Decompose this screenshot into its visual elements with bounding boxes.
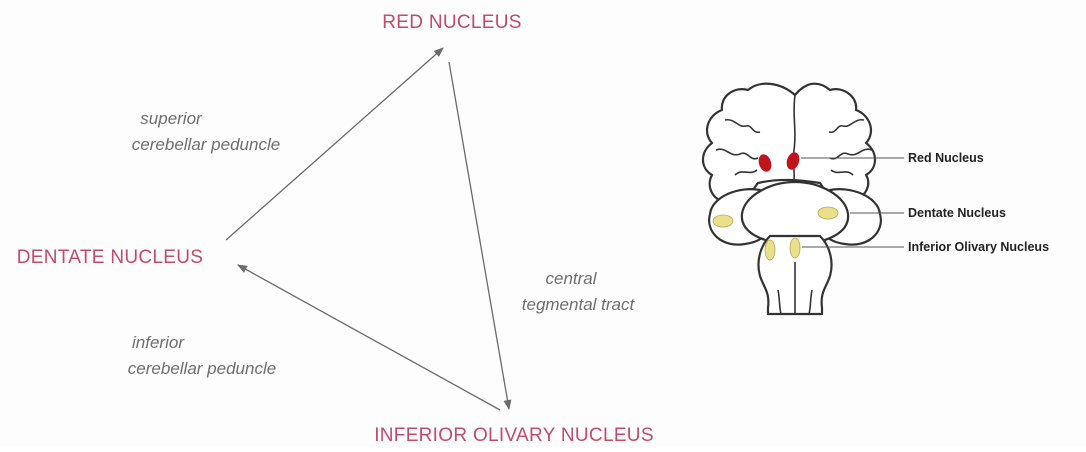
callout-label-inferior-olivary-nucleus: Inferior Olivary Nucleus [908, 240, 1049, 254]
inferior-olivary-left [765, 240, 775, 260]
edge-label-superior-line2: cerebellar peduncle [132, 135, 280, 154]
node-label-red-nucleus: RED NUCLEUS [382, 12, 522, 33]
dentate-nucleus-left [713, 215, 733, 227]
dentate-nucleus-right [818, 207, 838, 219]
callout-label-red-nucleus: Red Nucleus [908, 151, 984, 165]
arrow-red-to-inferior-olivary [449, 62, 509, 409]
edge-label-central-line1: central [545, 269, 597, 288]
edge-label-central-line2: tegmental tract [522, 295, 636, 314]
edge-label-inferior-line2: cerebellar peduncle [128, 359, 276, 378]
node-label-dentate-nucleus: DENTATE NUCLEUS [17, 247, 203, 268]
brain-illustration: Red Nucleus Dentate Nucleus Inferior Oli… [703, 84, 1049, 314]
callout-label-dentate-nucleus: Dentate Nucleus [908, 206, 1006, 220]
node-label-inferior-olivary-nucleus: INFERIOR OLIVARY NUCLEUS [374, 425, 654, 446]
edge-label-inferior-line1: inferior [132, 333, 185, 352]
inferior-olivary-right [790, 238, 800, 258]
edge-label-superior-line1: superior [140, 109, 203, 128]
arrow-inferior-olivary-to-dentate [238, 265, 500, 410]
